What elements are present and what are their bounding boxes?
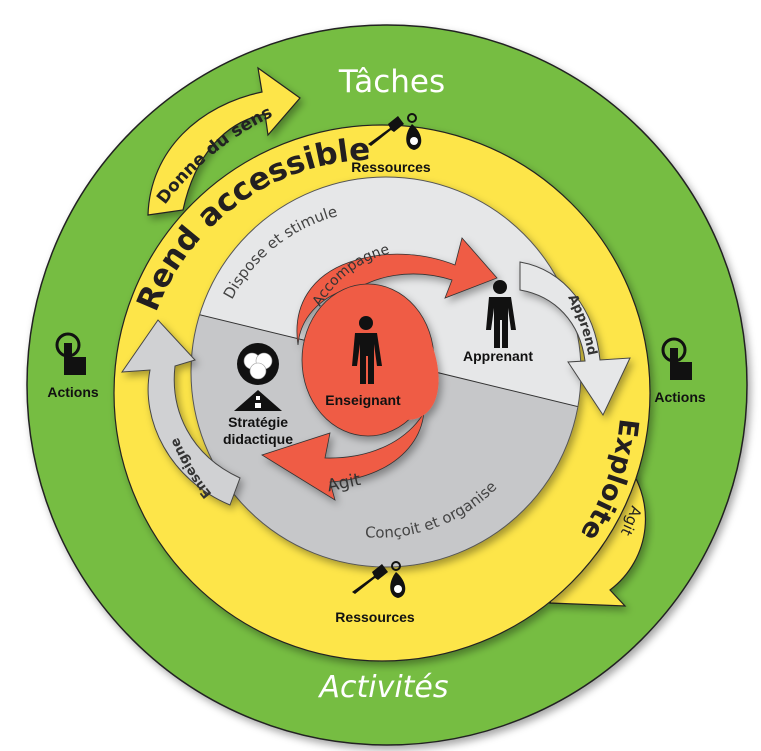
strategy-icon (234, 343, 282, 411)
apprend-arrow (519, 261, 631, 417)
teacher-person-icon (352, 316, 382, 384)
touch-hand-icon-right (661, 337, 692, 380)
svg-text:Stratégie didactique: Stratégie didactique (223, 414, 293, 447)
enseigne-arrow (120, 319, 241, 506)
strategy-label-line2: didactique (223, 431, 293, 447)
touch-hand-icon-left (55, 332, 86, 375)
learner-person-icon (486, 280, 516, 348)
actions-label-left: Actions (47, 384, 99, 400)
donne-du-sens-arrow (147, 66, 301, 216)
activites-label: Activités (317, 670, 448, 705)
key-icon-top (368, 113, 422, 150)
key-icon-bottom (352, 561, 406, 598)
resources-label-bottom: Ressources (335, 609, 415, 625)
strategy-label-line1: Stratégie (228, 414, 288, 430)
resources-label-top: Ressources (351, 159, 431, 175)
taches-label: Tâches (338, 64, 445, 100)
actions-label-right: Actions (654, 389, 706, 405)
learner-label: Apprenant (463, 348, 533, 364)
teacher-label: Enseignant (325, 392, 401, 408)
